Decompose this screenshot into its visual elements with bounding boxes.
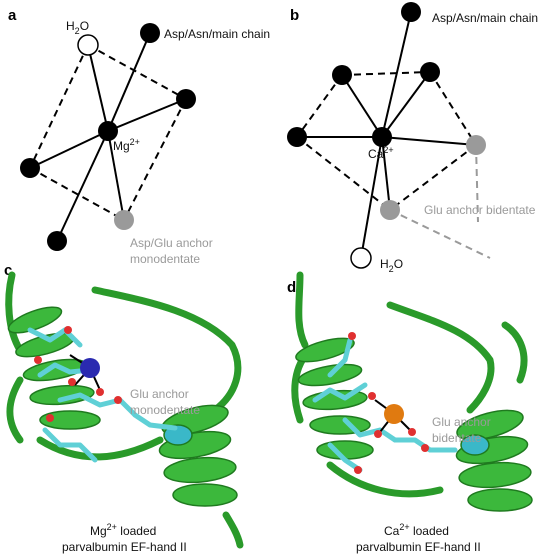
caption-d-line2: parvalbumin EF-hand II: [356, 540, 481, 554]
anchor-atom-b2: [380, 200, 400, 220]
panel-c-helix-2: [158, 404, 238, 507]
panel-d-sidechains: [312, 337, 458, 473]
mg-ion-c: [80, 358, 100, 378]
panel-a-bonds: [29, 32, 187, 242]
panel-d-oxygens: [348, 332, 429, 474]
ca-ion-b: [372, 127, 392, 147]
panel-b-bonds: [297, 11, 477, 259]
panel-d-loops: [291, 271, 528, 498]
mg-ion-a: [98, 121, 118, 141]
anchor-atom-b1: [466, 135, 486, 155]
anchor-atom-a: [114, 210, 134, 230]
anchor-label-c-line2: monodentate: [130, 403, 200, 417]
ligand-atom-b2: [332, 65, 352, 85]
panel-a: a H2O Asp/Asn/main chain Mg2+ Asp/Glu an…: [8, 7, 270, 266]
water-oxygen-b: [350, 247, 372, 269]
panel-a-dashed-edges: [29, 44, 187, 221]
ligand-atom-b4: [287, 127, 307, 147]
water-label-b: H2O: [380, 257, 403, 274]
ligand-atom-a2: [176, 89, 196, 109]
caption-d-line1: Ca2+ loaded: [384, 522, 449, 538]
panel-b-dashed-edges: [296, 71, 477, 211]
caption-c-line1: Mg2+ loaded: [90, 522, 156, 538]
anchor-label-c-line1: Glu anchor: [130, 387, 189, 401]
ligand-atom-a3: [20, 158, 40, 178]
ion-label-a: Mg2+: [113, 137, 140, 153]
ligand-label-a: Asp/Asn/main chain: [164, 27, 270, 41]
ligand-atom-b3: [420, 62, 440, 82]
panel-c-oxygens: [34, 326, 122, 422]
panel-d-helix-2: [455, 409, 533, 512]
panel-c-sidechains: [27, 327, 178, 463]
anchor-label-b: Glu anchor bidentate: [424, 203, 536, 217]
panel-a-letter: a: [8, 7, 17, 24]
anchor-label-d-line1: Glu anchor: [432, 415, 491, 429]
caption-c-line2: parvalbumin EF-hand II: [62, 540, 187, 554]
panel-d-helix-1: [295, 337, 374, 460]
panel-c-loops: [5, 271, 244, 549]
ligand-atom-a4: [47, 231, 67, 251]
ca-ion-d: [384, 404, 404, 424]
panel-c-letter: c: [4, 262, 12, 279]
panel-c: c: [4, 262, 244, 554]
anchor-label-a-line2: monodentate: [130, 252, 200, 266]
ion-label-b: Ca2+: [368, 145, 394, 161]
panel-b-grey-dashes: [389, 144, 491, 259]
panel-d-letter: d: [287, 279, 296, 296]
water-label-a: H2O: [66, 19, 89, 36]
panel-b-letter: b: [290, 7, 299, 24]
panel-d: d: [287, 271, 533, 554]
panel-b: b Asp/Asn/main chain C: [287, 2, 538, 274]
ligand-label-b: Asp/Asn/main chain: [432, 11, 538, 25]
anchor-label-d-line2: bidentate: [432, 431, 482, 445]
water-oxygen-a: [77, 34, 99, 56]
ligand-atom-b1: [401, 2, 421, 22]
anchor-label-a-line1: Asp/Glu anchor: [130, 236, 213, 250]
ligand-atom-a1: [140, 23, 160, 43]
